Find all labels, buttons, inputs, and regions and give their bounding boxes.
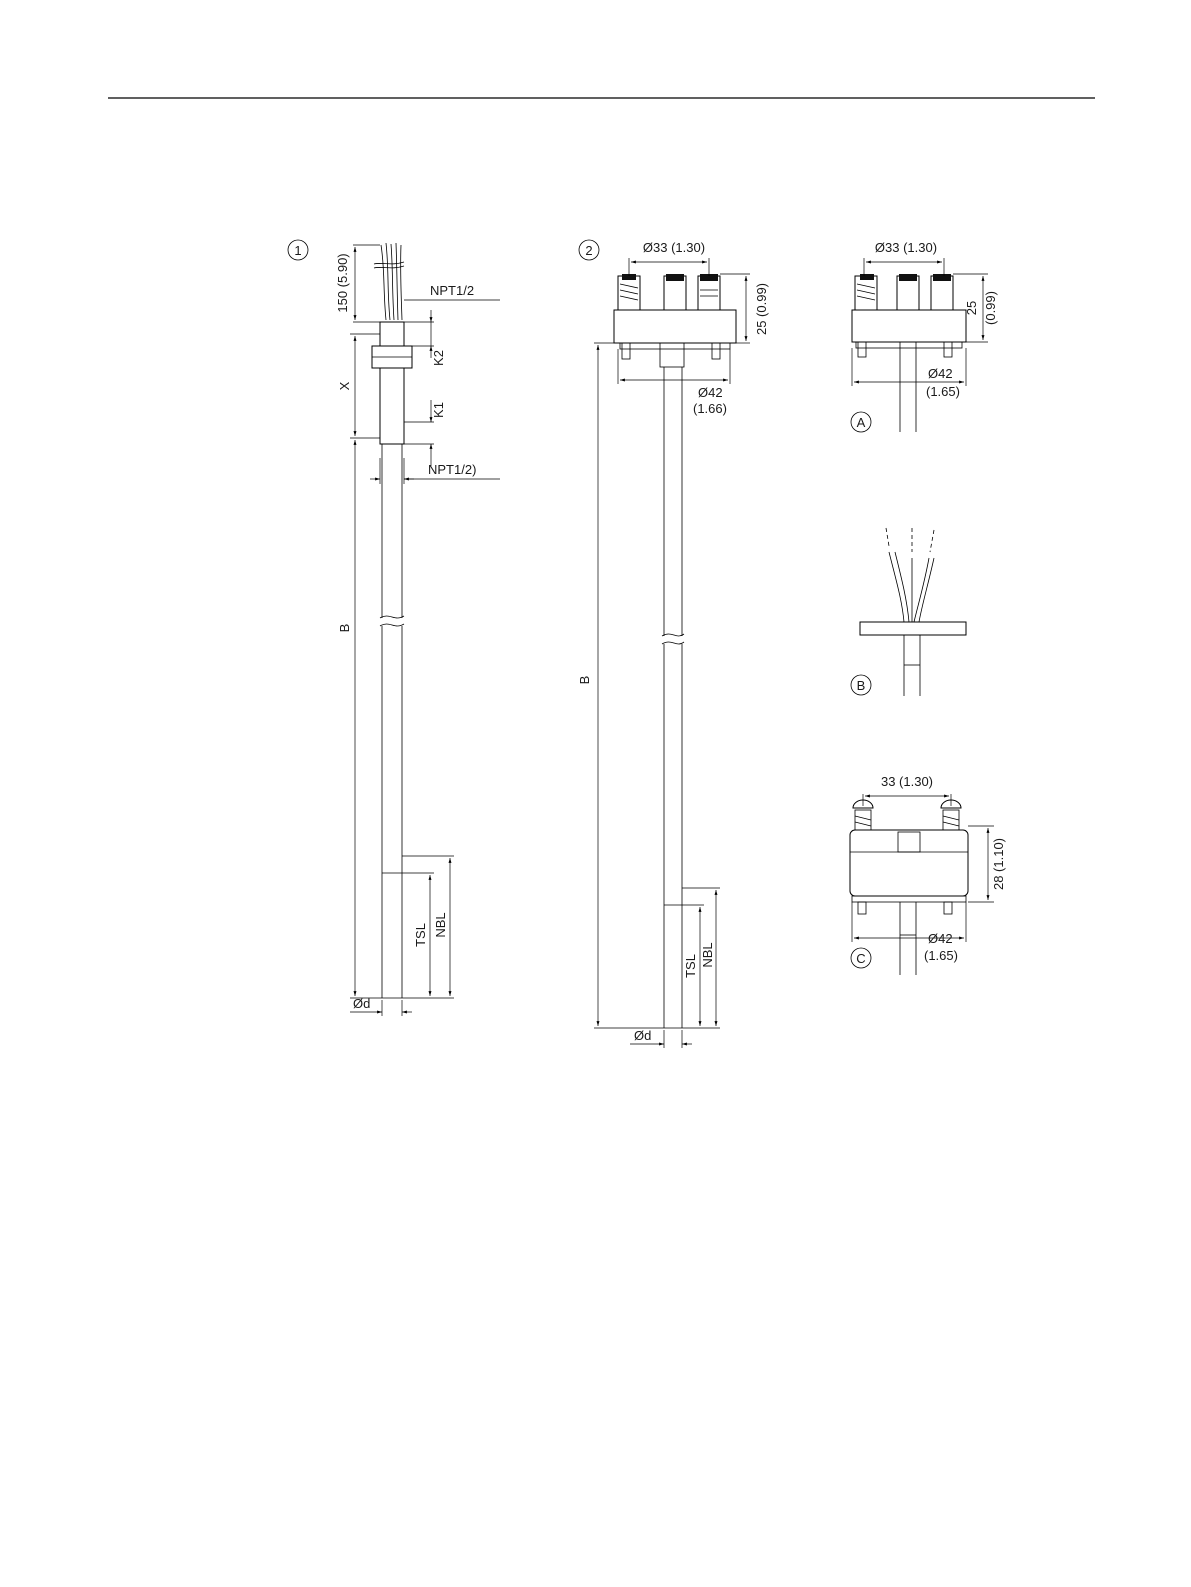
flange-diameter-label: Ø42	[698, 385, 723, 400]
lead-wires	[374, 243, 404, 320]
diameter-label-1: Ød	[353, 996, 370, 1011]
detail-b-drawing: B	[851, 528, 966, 696]
detail-c-spacing-label: 33 (1.30)	[881, 774, 933, 789]
detail-a-spacing-label: Ø33 (1.30)	[875, 240, 937, 255]
threaded-fitting	[372, 322, 412, 444]
sheath-1	[380, 444, 404, 998]
detail-b-letter: B	[857, 678, 866, 693]
detail-c-diameter-inch-label: (1.65)	[924, 948, 958, 963]
detail-a-drawing: A Ø33 (1.30) 25 (0.99) Ø42 (1.65)	[851, 240, 998, 432]
thread-bottom-label: NPT1/2)	[428, 462, 476, 477]
k1-label: K1	[431, 402, 446, 418]
detail-a-height-inch-label: (0.99)	[983, 291, 998, 325]
head-height-label: 25 (0.99)	[754, 283, 769, 335]
nbl-label-2: NBL	[700, 942, 715, 967]
terminal-head	[614, 274, 736, 367]
thread-top-label: NPT1/2	[430, 283, 474, 298]
b-label-2: B	[577, 676, 592, 685]
view-1-number: 1	[294, 243, 301, 258]
view-2-number: 2	[585, 243, 592, 258]
nbl-label-1: NBL	[433, 912, 448, 937]
tsl-label-2: TSL	[683, 954, 698, 978]
detail-c-diameter-label: Ø42	[928, 931, 953, 946]
flange-diameter-inch-label: (1.66)	[693, 401, 727, 416]
detail-a-height-label: 25	[964, 301, 979, 315]
detail-a-diameter-label: Ø42	[928, 366, 953, 381]
detail-c-height-label: 28 (1.10)	[991, 838, 1006, 890]
lead-length-label: 150 (5.90)	[335, 253, 350, 312]
sheath-2	[662, 367, 684, 1028]
detail-a-diameter-inch-label: (1.65)	[926, 384, 960, 399]
tsl-label-1: TSL	[413, 923, 428, 947]
view-2-drawing: 2	[577, 240, 769, 1048]
view-2-dimensions	[594, 258, 750, 1048]
diameter-label-2: Ød	[634, 1028, 651, 1043]
detail-c-drawing: C 33 (1.30) 28 (1.10) Ø42 (1.65)	[850, 774, 1006, 975]
k2-label: K2	[431, 350, 446, 366]
detail-c-letter: C	[856, 951, 865, 966]
x-label: X	[337, 381, 352, 390]
detail-a-letter: A	[857, 415, 866, 430]
head-spacing-label: Ø33 (1.30)	[643, 240, 705, 255]
view-1-drawing: 1	[288, 240, 500, 1016]
b-label-1: B	[337, 624, 352, 633]
